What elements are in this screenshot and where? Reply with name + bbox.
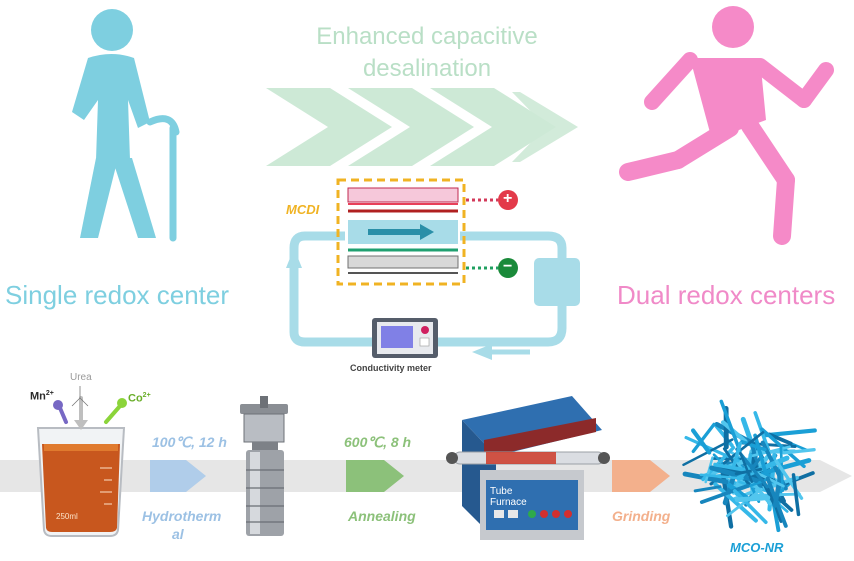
annealing-arrow <box>346 460 404 492</box>
nanorod <box>691 422 716 454</box>
nanorod <box>713 482 758 523</box>
runner-icon <box>619 6 834 245</box>
nanorod <box>739 451 754 483</box>
negative-electrode <box>347 255 459 269</box>
nanorod <box>782 448 816 455</box>
nanorod <box>690 428 712 455</box>
furnace-label-line2: Furnace <box>490 497 527 508</box>
conductivity-meter-icon <box>372 318 438 358</box>
positive-terminal-icon <box>498 190 518 210</box>
tube-furnace-icon <box>446 396 610 540</box>
nanorod <box>699 483 750 504</box>
nanorod <box>704 456 714 484</box>
single-redox-label: Single redox center <box>5 280 230 310</box>
nanorod <box>693 485 722 493</box>
positive-electrode <box>347 187 459 203</box>
urea-label: Urea <box>70 372 92 383</box>
nanorod <box>764 428 817 438</box>
nanorod-bundle-icon <box>682 399 817 533</box>
mcdi-label: MCDI <box>286 202 320 217</box>
furnace-label-line1: Tube <box>490 486 513 497</box>
reagent-arrows <box>53 396 127 430</box>
beaker-volume-label: 250ml <box>56 512 78 521</box>
nanorod <box>726 482 751 502</box>
flow-left-arrow <box>472 344 492 360</box>
annealing-condition: 600℃, 8 h <box>344 434 412 450</box>
nanorod <box>731 441 743 470</box>
hydrothermal-arrow <box>150 460 206 492</box>
nanorod <box>753 433 768 475</box>
conductivity-meter-label: Conductivity meter <box>350 363 432 373</box>
nanorod <box>709 465 759 483</box>
nanorod <box>732 489 768 525</box>
title-line-1: Enhanced capacitive <box>316 23 538 50</box>
hydrothermal-condition: 100℃, 12 h <box>152 434 227 450</box>
co-label: Co2+ <box>128 392 151 405</box>
dual-redox-label: Dual redox centers <box>617 280 836 310</box>
positive-symbol: + <box>503 190 513 207</box>
beaker-icon <box>36 427 126 537</box>
mco-nr-label: MCO-NR <box>730 540 784 555</box>
channel-flow-arrow <box>368 224 434 240</box>
grinding-arrow <box>612 460 670 492</box>
hydrothermal-label-line1: Hydrotherm <box>142 508 222 524</box>
progress-chevrons <box>266 88 578 166</box>
mcdi-box <box>336 178 466 286</box>
nanorod <box>791 473 801 517</box>
nanorod <box>740 439 767 452</box>
mn-label: Mn2+ <box>30 390 54 403</box>
hydrothermal-label-line2: al <box>172 526 184 542</box>
nanorod <box>765 476 788 528</box>
nanorod <box>767 432 793 446</box>
negative-symbol: − <box>503 258 513 275</box>
pump-block <box>534 258 580 306</box>
urea-molecule-icon <box>71 386 89 407</box>
elderly-person-icon <box>72 9 180 242</box>
grinding-label: Grinding <box>612 508 671 524</box>
autoclave-icon <box>240 396 288 536</box>
nanorod <box>719 399 742 453</box>
annealing-label: Annealing <box>348 508 416 524</box>
title-line-2: desalination <box>362 55 492 82</box>
negative-terminal-icon <box>498 258 518 278</box>
nanorod <box>722 431 765 465</box>
nanorod <box>734 495 771 503</box>
flow-up-arrow <box>286 248 302 268</box>
nanorod <box>699 473 744 480</box>
